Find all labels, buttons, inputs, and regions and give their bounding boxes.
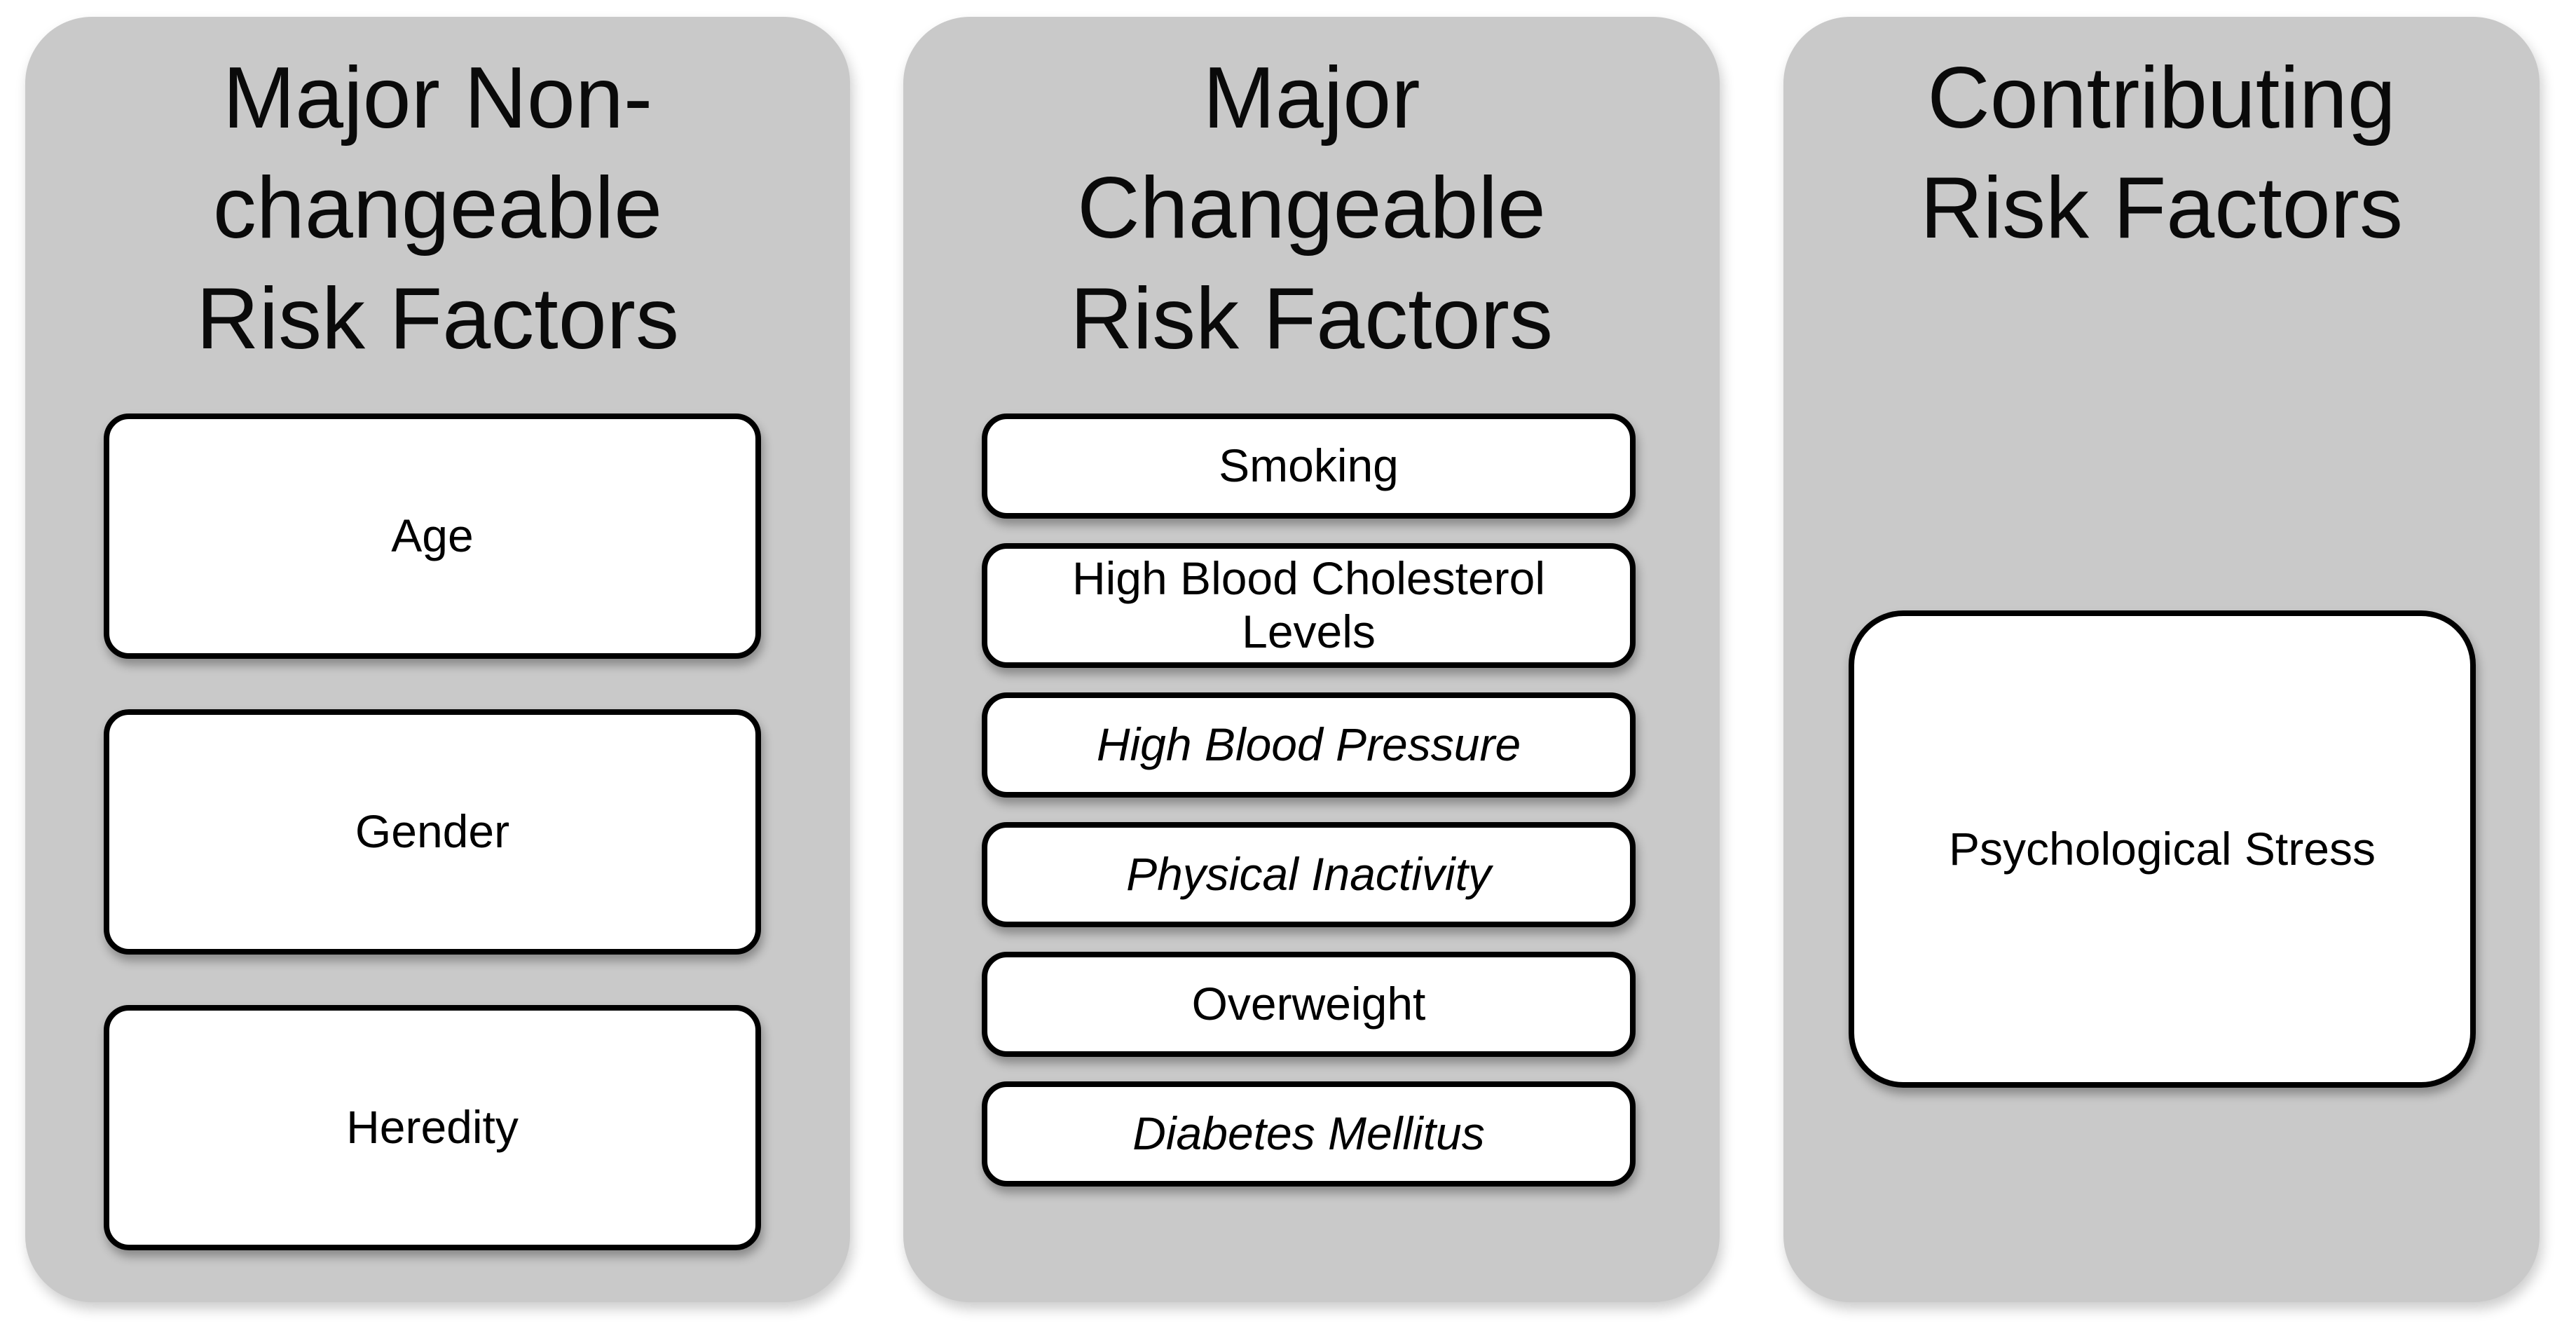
risk-box-high-blood-pressure-label: High Blood Pressure <box>1096 718 1521 771</box>
risk-box-heredity: Heredity <box>104 1005 761 1250</box>
column-contributing: Contributing Risk Factors Psychological … <box>1783 17 2540 1302</box>
risk-box-high-blood-pressure: High Blood Pressure <box>982 692 1636 798</box>
risk-box-age: Age <box>104 413 761 659</box>
box-list-changeable: Smoking High Blood Cholesterol Levels Hi… <box>982 413 1636 1187</box>
risk-box-physical-inactivity: Physical Inactivity <box>982 822 1636 927</box>
column-title-contributing: Contributing Risk Factors <box>1920 50 2403 257</box>
risk-box-diabetes-mellitus-label: Diabetes Mellitus <box>1132 1107 1485 1160</box>
column-major-changeable: Major Changeable Risk Factors Smoking Hi… <box>903 17 1720 1302</box>
risk-box-smoking-label: Smoking <box>1219 439 1399 492</box>
risk-box-overweight-label: Overweight <box>1191 978 1426 1030</box>
column-title-major-nonchangeable: Major Non- changeable Risk Factors <box>196 50 679 367</box>
box-list-nonchangeable: Age Gender Heredity <box>104 413 761 1250</box>
risk-box-age-label: Age <box>391 510 474 562</box>
risk-box-smoking: Smoking <box>982 413 1636 519</box>
risk-box-diabetes-mellitus: Diabetes Mellitus <box>982 1081 1636 1187</box>
column-major-nonchangeable: Major Non- changeable Risk Factors Age G… <box>25 17 850 1302</box>
risk-box-gender-label: Gender <box>355 805 510 858</box>
risk-box-heredity-label: Heredity <box>346 1101 519 1154</box>
risk-box-physical-inactivity-label: Physical Inactivity <box>1126 848 1491 901</box>
risk-box-psychological-stress-label: Psychological Stress <box>1949 822 2376 875</box>
risk-box-high-blood-cholesterol-label: High Blood Cholesterol Levels <box>1071 552 1546 657</box>
risk-box-psychological-stress: Psychological Stress <box>1849 610 2476 1088</box>
column-title-major-changeable: Major Changeable Risk Factors <box>1070 50 1553 367</box>
risk-box-overweight: Overweight <box>982 952 1636 1057</box>
risk-box-gender: Gender <box>104 709 761 955</box>
risk-box-high-blood-cholesterol: High Blood Cholesterol Levels <box>982 543 1636 668</box>
